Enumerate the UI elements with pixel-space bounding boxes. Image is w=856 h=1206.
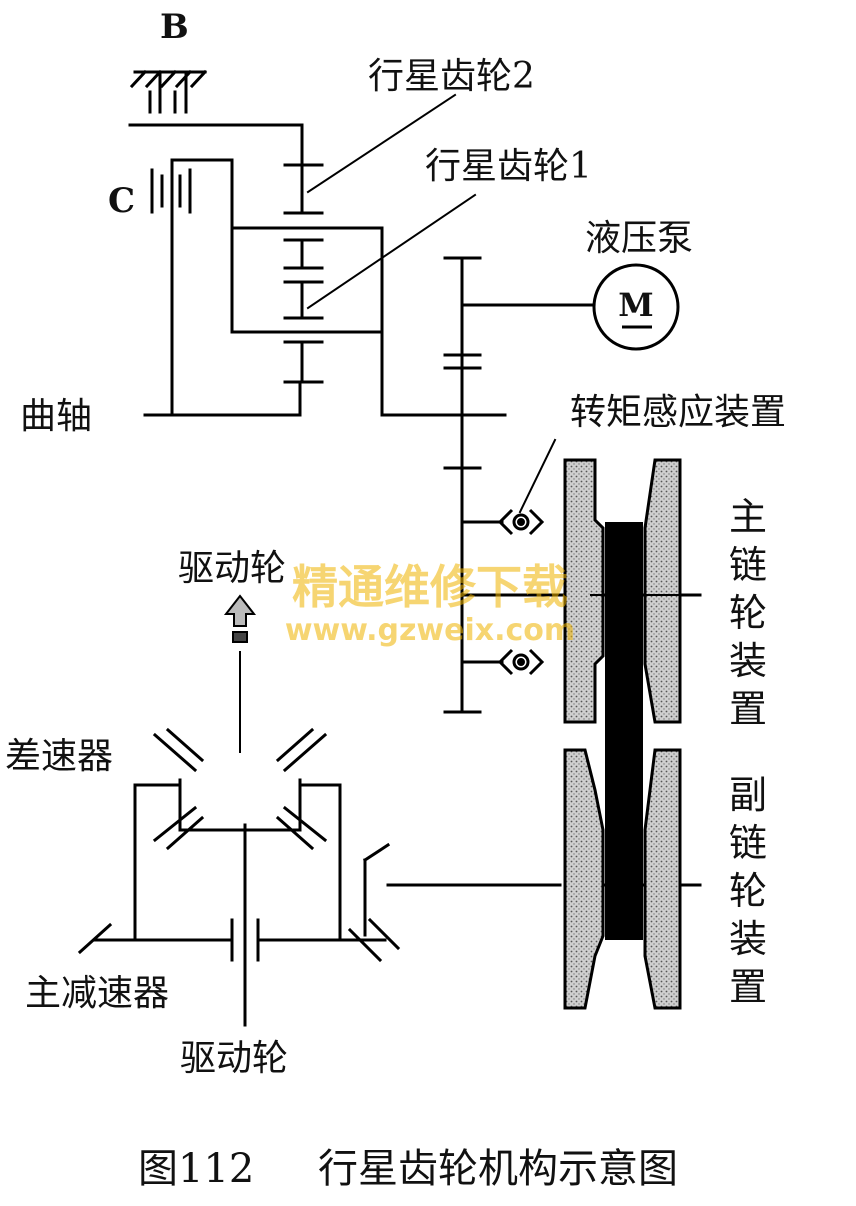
secondary-pulley-char: 置 <box>729 965 767 1009</box>
label-primary-pulley: 主 链 轮 装 置 <box>729 495 767 731</box>
secondary-pulley-char: 副 <box>729 773 767 817</box>
label-b: B <box>160 7 189 47</box>
caption-figure-number: 图112 <box>138 1146 254 1192</box>
watermark: 精通维修下载 www.gzweix.com <box>285 560 575 648</box>
secondary-pulley-char: 装 <box>729 917 767 961</box>
label-crankshaft: 曲轴 <box>20 396 92 437</box>
planet-gear-symbols <box>283 163 324 384</box>
secondary-pulley-char: 轮 <box>729 869 767 913</box>
planet2-leader-line <box>306 93 457 194</box>
label-drive-wheel-top: 驱动轮 <box>178 548 286 589</box>
secondary-pulley-char: 链 <box>729 821 767 865</box>
secondary-pulley <box>563 748 682 1010</box>
differential-symbol <box>77 727 387 1027</box>
label-differential: 差速器 <box>5 736 113 777</box>
planet1-leader-line <box>306 193 477 310</box>
label-planet-gear-2: 行星齿轮2 <box>368 56 535 97</box>
label-planet-gear-1: 行星齿轮1 <box>425 146 592 187</box>
watermark-url: www.gzweix.com <box>285 613 575 648</box>
gear-train-lines <box>128 123 507 417</box>
brake-c-symbol <box>150 168 192 214</box>
torque-sensor-leader-line <box>518 438 557 514</box>
ground-b-symbol <box>129 69 208 114</box>
drive-arrow-icon <box>223 594 257 643</box>
figure-caption: 图112 行星齿轮机构示意图 <box>138 1146 678 1192</box>
label-final-drive: 主减速器 <box>25 973 169 1014</box>
primary-pulley-char: 轮 <box>729 591 767 635</box>
primary-pulley <box>563 458 700 724</box>
primary-pulley-char: 主 <box>729 495 767 539</box>
watermark-cn: 精通维修下载 <box>292 560 568 614</box>
label-torque-sensor: 转矩感应装置 <box>570 392 786 433</box>
pump-motor-icon: M <box>592 263 680 351</box>
label-hydraulic-pump: 液压泵 <box>585 218 693 259</box>
primary-pulley-char: 装 <box>729 639 767 683</box>
primary-pulley-char: 链 <box>729 543 767 587</box>
label-secondary-pulley: 副 链 轮 装 置 <box>729 773 767 1009</box>
primary-pulley-char: 置 <box>729 687 767 731</box>
torque-sensor-upper <box>497 508 545 536</box>
caption-title: 行星齿轮机构示意图 <box>318 1146 678 1192</box>
primary-shaft <box>443 256 702 714</box>
chain-belt <box>605 522 643 940</box>
torque-sensor-lower <box>497 648 545 676</box>
motor-label: M <box>618 286 653 324</box>
label-drive-wheel-bottom: 驱动轮 <box>180 1038 288 1079</box>
label-c: C <box>108 181 135 221</box>
